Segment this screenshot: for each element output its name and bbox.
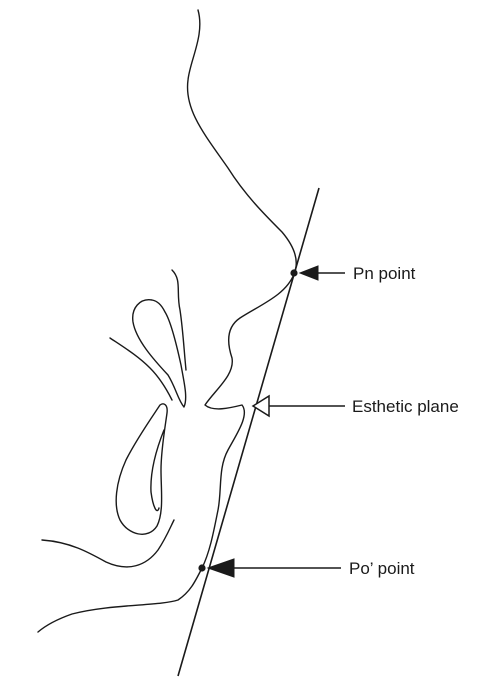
po-point-dot — [198, 564, 205, 571]
pn-point-dot — [290, 269, 297, 276]
pn-point-label: Pn point — [353, 264, 416, 283]
po-point-label: Po’ point — [349, 559, 415, 578]
chin-line — [42, 520, 174, 567]
pn-point-arrowhead — [300, 266, 318, 280]
esthetic-plane-arrowhead — [253, 396, 269, 416]
po-point-arrowhead — [208, 559, 234, 577]
facial-profile-outline — [38, 10, 296, 632]
lower-incisor-outline — [116, 404, 167, 534]
esthetic-plane-label: Esthetic plane — [352, 397, 459, 416]
esthetic-plane-line — [178, 188, 319, 676]
upper-incisor-outline — [133, 300, 186, 407]
